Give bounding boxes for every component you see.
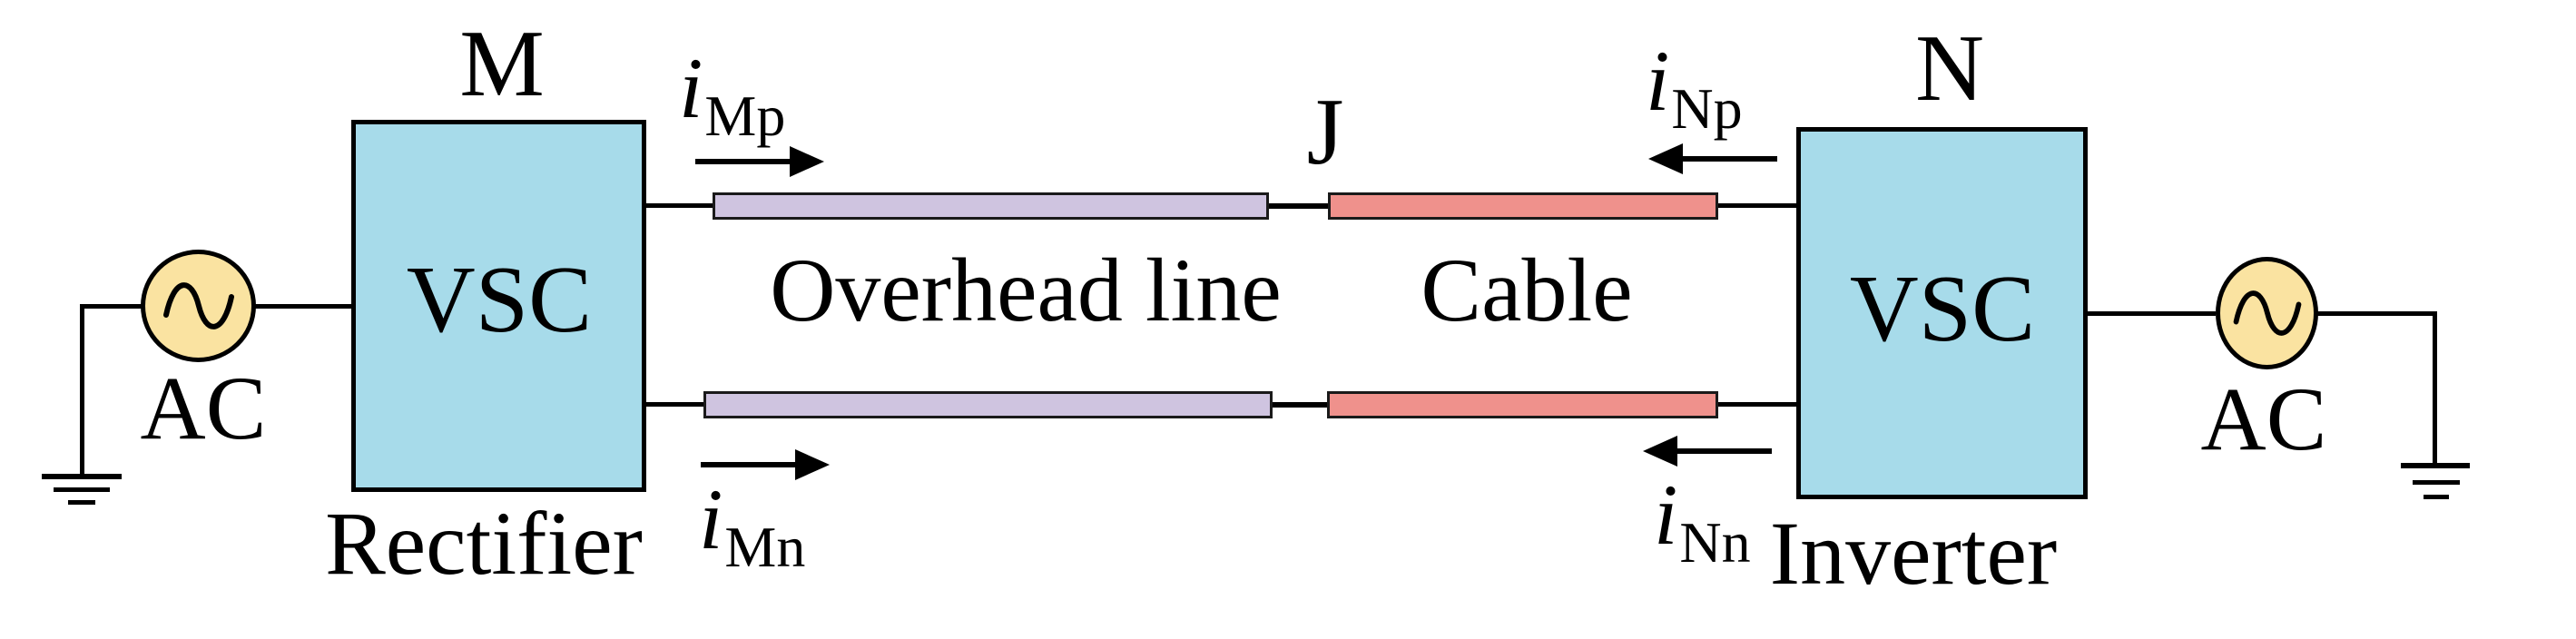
- current-inp-label: iNp: [1646, 38, 1743, 138]
- current-imn-label: iMn: [699, 477, 805, 576]
- cable-segment-top: [1328, 192, 1718, 220]
- wire-right-ac-to-ground: [2316, 311, 2437, 316]
- left-ac-source-icon: [141, 250, 256, 362]
- right-ground-bar-3: [2424, 495, 2449, 499]
- sine-wave-icon: [2233, 290, 2301, 336]
- inverter-label: Inverter: [1769, 503, 2058, 604]
- overhead-line-label: Overhead line: [770, 240, 1282, 340]
- overhead-line-segment-top: [713, 192, 1269, 220]
- current-imp-symbol: i: [679, 40, 703, 136]
- junction-connector-top: [1269, 203, 1328, 209]
- wire-ground-to-left-ac: [80, 304, 142, 309]
- terminal-n-label: N: [1915, 15, 1984, 121]
- current-inp-arrow-line: [1681, 156, 1777, 162]
- left-ground-bar-1: [42, 474, 122, 479]
- current-inn-symbol: i: [1654, 467, 1678, 563]
- right-ac-source-icon: [2216, 257, 2318, 369]
- current-imp-label: iMp: [679, 45, 785, 145]
- overhead-line-segment-bottom: [703, 391, 1273, 418]
- cable-segment-bottom: [1327, 391, 1718, 418]
- current-imp-arrow-line: [695, 159, 791, 164]
- junction-j-label: J: [1306, 78, 1344, 184]
- junction-connector-bottom: [1273, 402, 1327, 408]
- current-imn-subscript: Mn: [724, 515, 806, 579]
- left-ground-wire-vertical: [80, 306, 84, 477]
- left-ac-label: AC: [140, 358, 267, 458]
- rectifier-vsc-label: VSC: [406, 246, 593, 352]
- right-ground-bar-1: [2401, 463, 2470, 468]
- current-inn-subscript: Nn: [1679, 510, 1751, 575]
- wire-left-ac-to-vsc: [254, 304, 352, 309]
- wire-cable-to-nvsc-bottom: [1718, 402, 1798, 407]
- rectifier-vsc-box: [351, 120, 646, 492]
- right-ac-label: AC: [2200, 369, 2327, 469]
- inverter-vsc-box: [1796, 127, 2088, 499]
- cable-label: Cable: [1421, 240, 1633, 340]
- current-inn-arrow-line: [1676, 448, 1772, 454]
- current-imp-arrowhead: [790, 146, 824, 177]
- current-imn-arrowhead: [795, 449, 830, 480]
- left-ground-bar-3: [68, 500, 95, 505]
- current-inp-arrowhead: [1648, 143, 1683, 174]
- wire-cable-to-nvsc-top: [1718, 203, 1798, 208]
- current-inp-subscript: Np: [1671, 76, 1743, 141]
- wire-mvsc-to-ohl-bottom: [644, 402, 703, 407]
- current-inn-arrowhead: [1643, 436, 1677, 467]
- current-imn-symbol: i: [699, 471, 723, 567]
- wire-nvsc-to-right-ac: [2085, 311, 2216, 316]
- current-inn-label: iNn: [1654, 472, 1751, 572]
- current-imp-subscript: Mp: [704, 84, 786, 148]
- right-ground-wire-vertical: [2433, 311, 2437, 466]
- inverter-vsc-label: VSC: [1849, 255, 2036, 361]
- wire-mvsc-to-ohl-top: [644, 203, 713, 208]
- right-ground-bar-2: [2413, 480, 2460, 485]
- current-imn-arrow-line: [701, 462, 797, 467]
- current-inp-symbol: i: [1646, 33, 1670, 129]
- terminal-m-label: M: [459, 10, 545, 116]
- rectifier-label: Rectifier: [325, 493, 643, 594]
- sine-wave-icon: [162, 282, 234, 329]
- left-ground-bar-2: [54, 487, 110, 492]
